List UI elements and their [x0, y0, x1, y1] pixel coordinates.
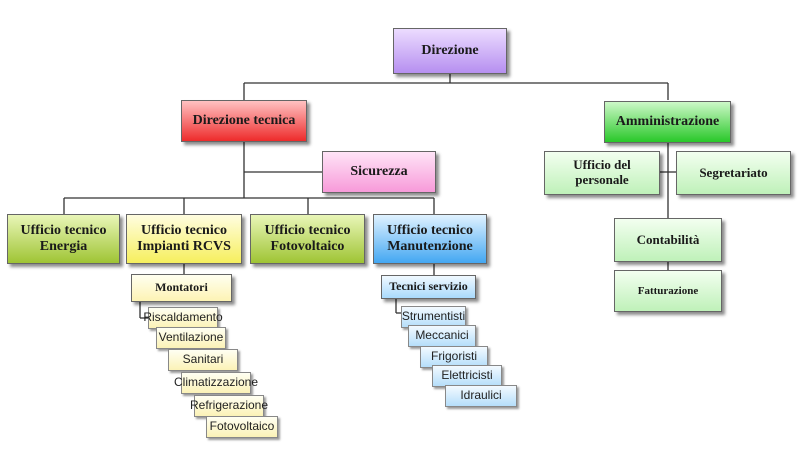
- node-montatori: Montatori: [131, 274, 232, 302]
- node-ufficio-tecnico-energia: Ufficio tecnico Energia: [7, 214, 120, 264]
- tecnici-item-strumentisti: Strumentisti: [401, 306, 466, 328]
- node-tecnici-servizio: Tecnici servizio: [381, 275, 476, 299]
- montatori-item-ventilazione: Ventilazione: [156, 327, 226, 349]
- montatori-item-refrigerazione: Refrigerazione: [190, 395, 268, 417]
- montatori-item-riscaldamento: Riscaldamento: [143, 307, 223, 329]
- node-sicurezza: Sicurezza: [322, 151, 436, 193]
- node-ufficio-tecnico-manutenzione: Ufficio tecnico Manutenzione: [373, 214, 487, 264]
- montatori-item-climatizzazione: Climatizzazione: [174, 372, 258, 394]
- tecnici-item-meccanici: Meccanici: [408, 325, 476, 347]
- montatori-item-sanitari: Sanitari: [168, 349, 238, 371]
- node-ufficio-tecnico-rcvs: Ufficio tecnico Impianti RCVS: [126, 214, 242, 264]
- node-contabilita: Contabilità: [614, 218, 722, 262]
- node-amministrazione: Amministrazione: [604, 101, 731, 143]
- node-ufficio-del-personale: Ufficio del personale: [544, 151, 660, 195]
- node-fatturazione: Fatturazione: [614, 270, 722, 312]
- node-direzione-tecnica: Direzione tecnica: [181, 100, 307, 142]
- montatori-item-fotovoltaico: Fotovoltaico: [206, 416, 278, 438]
- tecnici-item-idraulici: Idraulici: [445, 385, 517, 407]
- node-ufficio-tecnico-fotovoltaico: Ufficio tecnico Fotovoltaico: [250, 214, 365, 264]
- node-segretariato: Segretariato: [676, 151, 791, 195]
- tecnici-item-frigoristi: Frigoristi: [420, 346, 488, 368]
- node-direzione: Direzione: [393, 28, 507, 74]
- tecnici-item-elettricisti: Elettricisti: [432, 365, 502, 387]
